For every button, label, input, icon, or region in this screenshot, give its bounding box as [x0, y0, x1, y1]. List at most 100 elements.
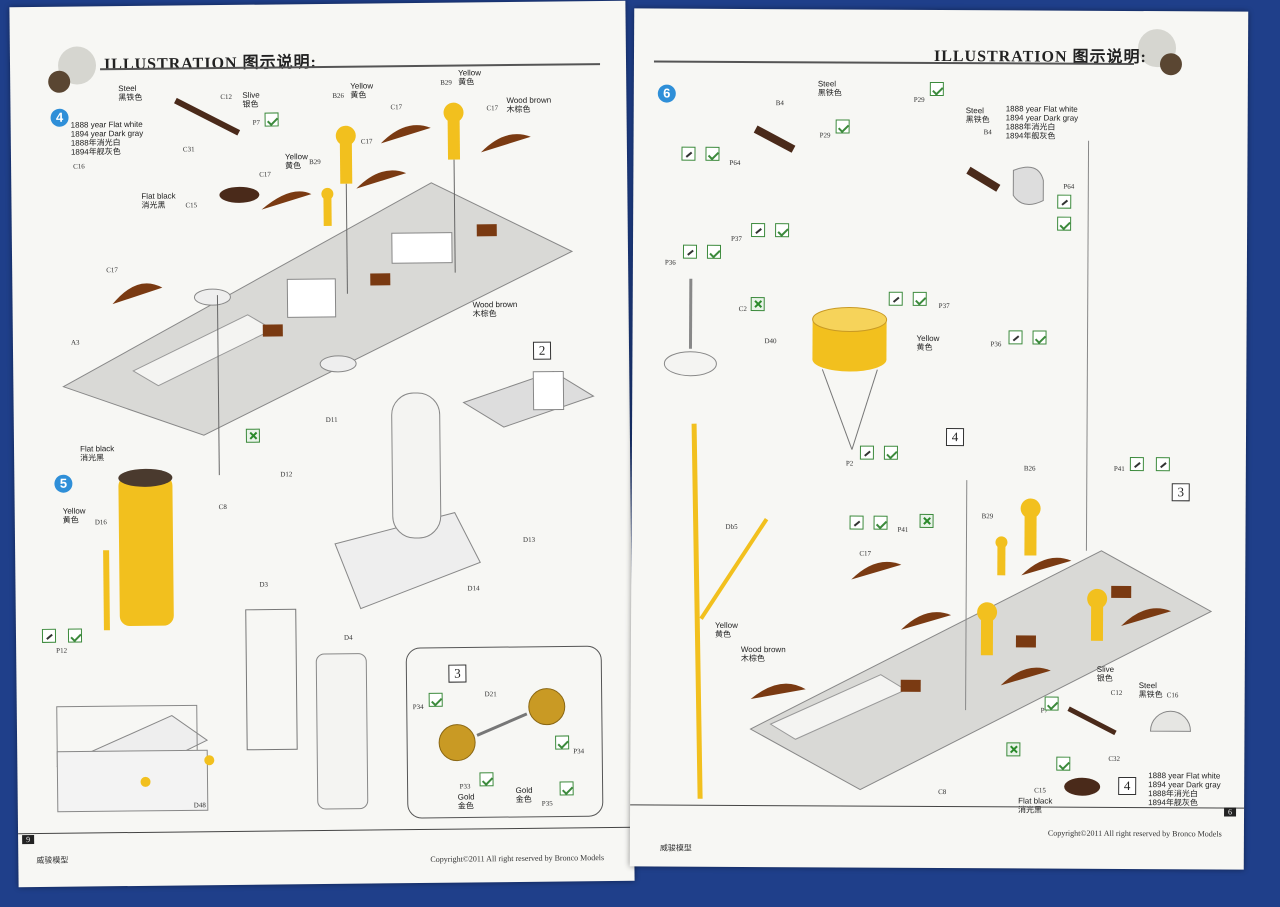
glue-icon [1129, 456, 1144, 472]
part-d40: D40 [764, 337, 777, 346]
paint-icon [706, 244, 722, 259]
part-p64-left: P64 [729, 158, 741, 167]
page-number: 6 [1224, 807, 1237, 817]
glue-icon [859, 445, 874, 460]
part-c8: C8 [938, 788, 947, 797]
step-number-6: 6 [657, 84, 676, 103]
part-b26: B26 [332, 91, 345, 100]
part-c12: C12 [1110, 688, 1123, 697]
part-p64-right: P64 [1063, 182, 1075, 191]
paint-icon [775, 223, 790, 238]
footer-copyright: Copyright©2011 All right reserved by Bro… [1047, 828, 1222, 839]
paint-icon [264, 112, 279, 127]
footer-brand: 威骏模型 [36, 855, 69, 866]
part-d3: D3 [259, 580, 269, 589]
left-assembly-diagram [56, 97, 604, 819]
part-c17-3: C17 [360, 137, 373, 146]
part-p41-mid: P41 [897, 525, 909, 534]
part-d14: D14 [467, 584, 480, 593]
part-d11: D11 [325, 415, 338, 424]
cut-icon [1006, 742, 1021, 757]
part-d16: D16 [94, 518, 107, 527]
glue-icon [1155, 457, 1170, 472]
part-p29-right: P29 [913, 95, 925, 104]
paint-icon [883, 445, 898, 460]
part-d13: D13 [522, 535, 536, 544]
part-b4-right: B4 [983, 128, 992, 137]
subassembly-box-3: 3 [448, 664, 467, 683]
right-assembly-diagram [663, 125, 1213, 799]
step-number-4: 4 [50, 108, 69, 127]
part-p12: P12 [56, 646, 68, 655]
paint-icon [428, 692, 443, 707]
paint-icon [1032, 330, 1047, 345]
part-d21: D21 [484, 690, 497, 699]
right-instruction-page: ILLUSTRATION 图示说明: [629, 8, 1249, 870]
part-c8: C8 [218, 503, 227, 512]
part-db5: Db5 [725, 522, 738, 531]
subassembly-box-4-top: 4 [945, 428, 965, 447]
paint-icon [555, 735, 570, 750]
glue-icon [849, 515, 864, 530]
part-d4: D4 [343, 633, 353, 642]
part-p41-top: P41 [1113, 464, 1125, 473]
paint-icon [1057, 216, 1072, 231]
part-c17: C17 [859, 549, 872, 558]
part-c17-1: C17 [390, 103, 403, 112]
part-p29-left: P29 [819, 131, 831, 140]
subassembly-box-4-bottom: 4 [1118, 776, 1137, 796]
part-p37-left: P37 [731, 234, 742, 243]
part-p2: P2 [845, 459, 854, 468]
paint-icon [835, 119, 850, 134]
deck [749, 550, 1213, 791]
glue-icon [682, 244, 698, 259]
part-p34-left: P34 [412, 702, 424, 712]
part-c16: C16 [73, 162, 85, 171]
paint-icon [929, 81, 944, 97]
part-p35: P35 [541, 799, 553, 808]
cut-icon [245, 428, 260, 443]
paint-icon [705, 146, 720, 161]
footer-brand: 威骏模型 [659, 843, 692, 853]
part-c17-4: C17 [259, 170, 271, 179]
part-b4-left: B4 [775, 99, 784, 108]
part-c15: C15 [1034, 786, 1046, 795]
paint-icon [912, 291, 927, 306]
part-c12: C12 [220, 92, 233, 102]
part-d12: D12 [280, 470, 293, 479]
part-p36-right: P36 [990, 340, 1002, 349]
part-b29-top: B29 [440, 78, 452, 87]
page-number: 9 [22, 835, 35, 845]
part-p34-right: P34 [573, 747, 585, 756]
part-p7: P7 [252, 118, 261, 127]
part-p37-right: P37 [938, 301, 950, 311]
glue-icon [681, 146, 696, 161]
paint-icon [479, 772, 494, 787]
paint-icon [67, 628, 83, 643]
step-number-5: 5 [54, 474, 73, 493]
glue-icon [751, 223, 766, 238]
part-c31: C31 [182, 145, 195, 154]
glue-icon [1008, 330, 1023, 345]
left-instruction-page: ILLUSTRATION 图示说明: [9, 0, 635, 888]
glue-icon [888, 291, 903, 306]
